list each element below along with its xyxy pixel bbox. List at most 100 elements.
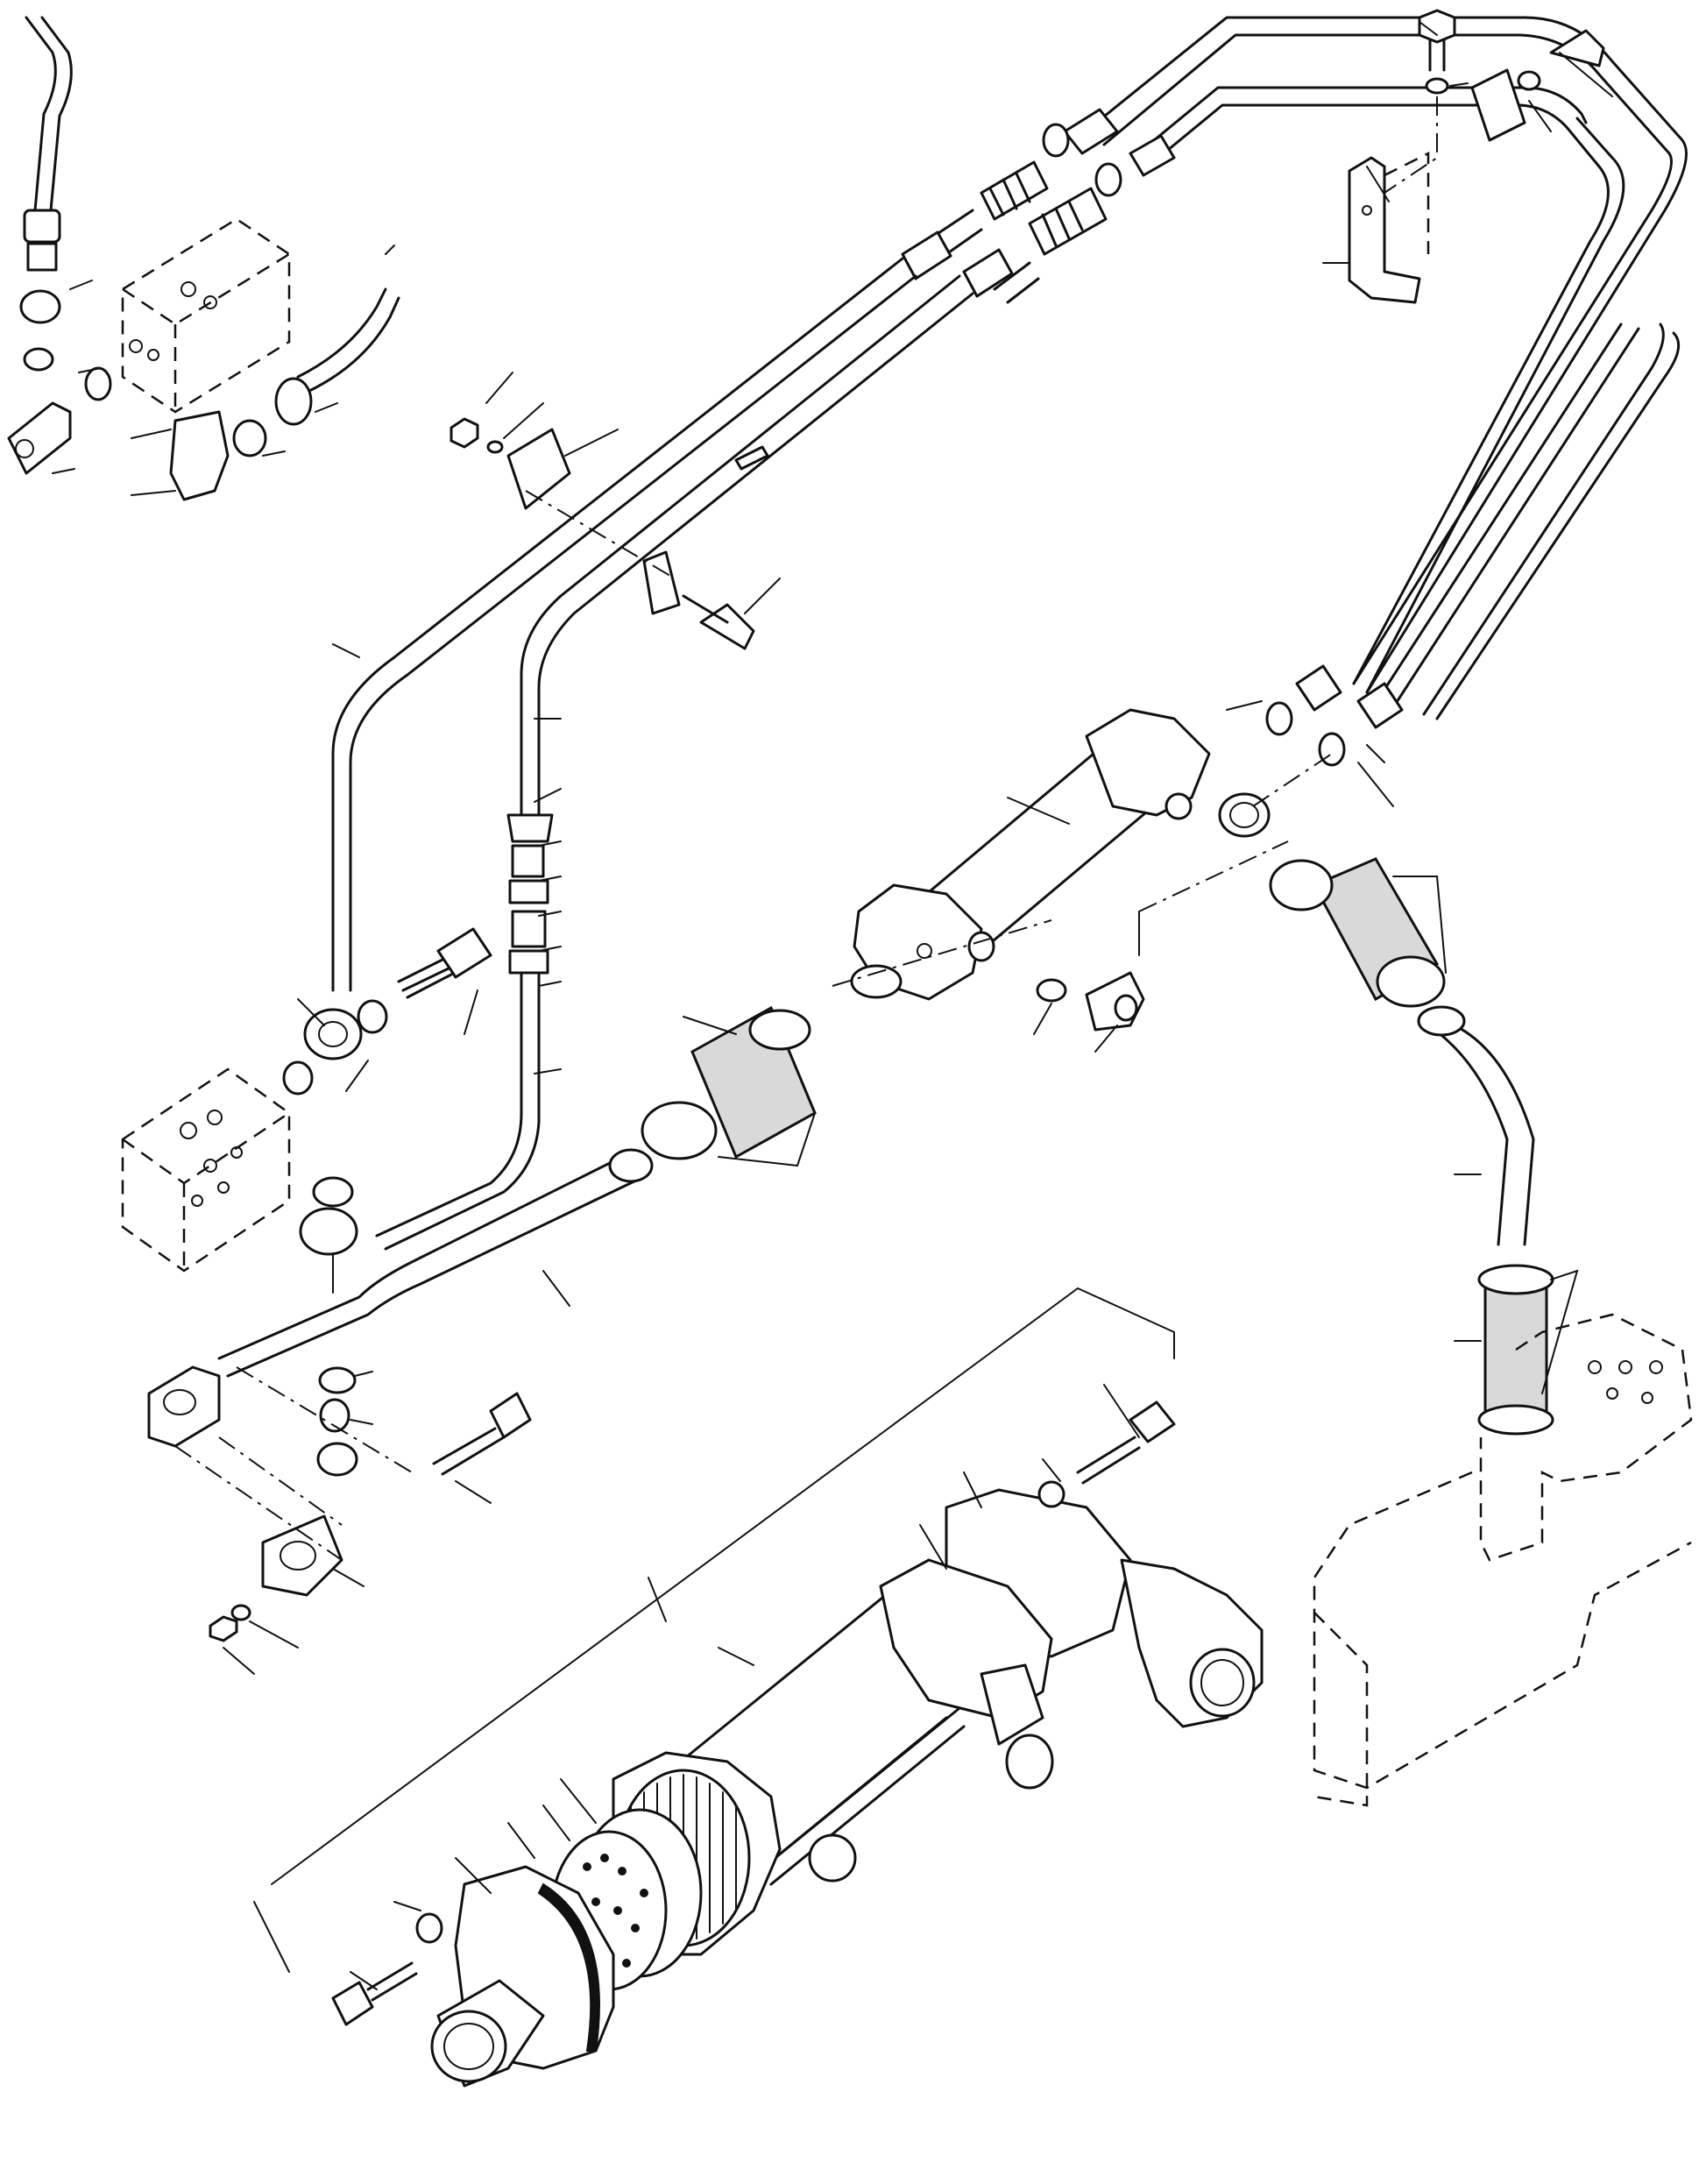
- cooler-outlet-bore: [1200, 1659, 1244, 1706]
- leader-lines-top-right: [1322, 21, 1613, 264]
- hose-clamp-icon: [1376, 955, 1446, 1008]
- bolt-icon: [1418, 9, 1456, 44]
- housing-body: [1313, 1471, 1692, 1790]
- pipe-end-fitting-2: [1356, 682, 1404, 729]
- upper-pipe-outer: [1089, 16, 1688, 694]
- fitting-nut-icon: [19, 289, 61, 324]
- bolt-icon: [1129, 1400, 1176, 1443]
- pipe-adapter-1: [1265, 701, 1293, 736]
- pipe-fitting-nut-1: [1063, 108, 1119, 155]
- banjo-fitting-icon: [7, 401, 72, 475]
- oil-cooler-upper-group: [832, 664, 1404, 1053]
- nut-icon: [209, 1615, 238, 1642]
- hose-nut-icon: [274, 377, 313, 426]
- elbow-pipe: [1426, 1024, 1535, 1246]
- connector-pipe: [217, 1155, 641, 1378]
- cooler-centerline: [832, 753, 1333, 987]
- pipe-clip-icon: [642, 550, 681, 615]
- pipe-clip-icon: [506, 428, 571, 510]
- end-cap-inlet-bore: [443, 2023, 494, 2070]
- hose-clamp-icon: [748, 1009, 811, 1051]
- left-hose-assembly: [217, 1005, 817, 1378]
- pipe-cut-marker: [734, 445, 769, 471]
- washer-icon: [486, 440, 504, 454]
- pipe-flange-end: [608, 1148, 654, 1183]
- hose-clamp-icon: [1269, 859, 1334, 911]
- elbow-pipe-end: [1417, 1005, 1466, 1037]
- lock-washer-icon: [1037, 1480, 1065, 1508]
- flange-bolt-threads: [432, 1427, 506, 1476]
- threaded-union-2: [1028, 187, 1108, 256]
- pipe-b-inner: [537, 292, 974, 817]
- leader-lines-top-left: [52, 245, 395, 496]
- hose-clamp-icon: [1477, 1404, 1554, 1436]
- oil-cooler-exploded-group: [253, 1287, 1264, 2088]
- gasket-bore: [280, 1541, 316, 1571]
- second-return-pipe-inner: [1422, 323, 1681, 720]
- banjo-bolt-threads: [397, 958, 453, 999]
- lower-pipe-inner: [1146, 103, 1610, 685]
- pipe-clip-icon: [1470, 68, 1526, 142]
- hose-clamp-icon: [1477, 1264, 1554, 1295]
- top-left-fittings-group: [7, 16, 400, 501]
- control-valve-block-icon: [121, 1067, 291, 1273]
- housing-port-2: [1618, 1360, 1632, 1374]
- banjo-bore: [318, 1021, 348, 1047]
- washer-icon: [230, 1604, 251, 1621]
- leader-lines-cooler-upper: [1007, 700, 1394, 1053]
- pipe-a-outer: [331, 257, 904, 992]
- left-pipes-group: [331, 257, 974, 1251]
- cooler-bolt-threads: [1076, 1436, 1141, 1485]
- housing-lower: [1313, 1612, 1369, 1807]
- hose-clamp-icon: [641, 1101, 718, 1160]
- pipe-fitting-stack-icon: [506, 813, 554, 975]
- cooler-drain-port: [1165, 792, 1193, 820]
- pipe-end-fitting-1: [1295, 664, 1342, 712]
- bolt-shank-1: [1428, 39, 1446, 72]
- hose-end-fitting: [23, 209, 61, 244]
- end-cap-inlet-port: [430, 2010, 507, 2083]
- elbow-fitting-icon: [169, 410, 230, 501]
- transmission-housing-phantom: [1313, 1313, 1693, 1807]
- control-valve-block-icon: [121, 217, 291, 414]
- pipe-b-outer: [520, 274, 961, 817]
- top-right-bracket-group: [1322, 9, 1613, 304]
- centre-clip-group: [450, 372, 781, 650]
- assembly-bracket-line: [253, 1287, 1175, 1973]
- lock-washer-icon: [1517, 70, 1541, 91]
- sealing-washer-icon: [312, 1176, 354, 1208]
- cooler-mount-foot: [980, 1663, 1044, 1746]
- mounting-bracket-icon: [1348, 156, 1421, 304]
- end-cap-bolt-threads: [366, 1961, 418, 2002]
- bracket-hidden-edge: [1384, 151, 1430, 254]
- cooler-core-shadow: [752, 1716, 966, 1886]
- leader-lines-hose-left: [542, 1016, 816, 1307]
- adapter-icon: [232, 419, 267, 457]
- leader-lines-cooler-exploded: [350, 1384, 1140, 1990]
- cooler-inlet-port: [850, 964, 903, 999]
- cooler-drain-port: [808, 1833, 857, 1883]
- union-adapter-2: [1094, 162, 1122, 197]
- leader-lines-centre: [485, 372, 781, 614]
- sealing-washer-icon: [318, 1366, 357, 1394]
- housing-outline: [1479, 1313, 1693, 1562]
- leader-lines-hose-right: [1392, 876, 1579, 1394]
- flange-bore: [163, 1389, 196, 1415]
- cooler-outlet-port: [1189, 1648, 1256, 1718]
- housing-port-3: [1649, 1360, 1663, 1374]
- cooler-side-port: [1005, 1734, 1054, 1790]
- cooler-seal-ring-shading: [537, 1883, 600, 2052]
- cooler-end-cap-right: [1085, 708, 1211, 817]
- pipe-fitting-nut-2: [1129, 134, 1176, 177]
- leader-lines-left-pipes: [332, 643, 562, 1074]
- sealing-washer-icon: [282, 1060, 314, 1096]
- pipe-nut-left-b: [962, 248, 1014, 298]
- supply-hose: [25, 16, 73, 212]
- banjo-bore: [15, 439, 34, 458]
- pipe-a-inner: [349, 274, 917, 992]
- sealing-washer-icon: [357, 999, 388, 1034]
- pipe-nut-left-a: [901, 230, 952, 280]
- washer-icon: [1425, 77, 1449, 95]
- banjo-fitting-icon: [303, 1008, 363, 1060]
